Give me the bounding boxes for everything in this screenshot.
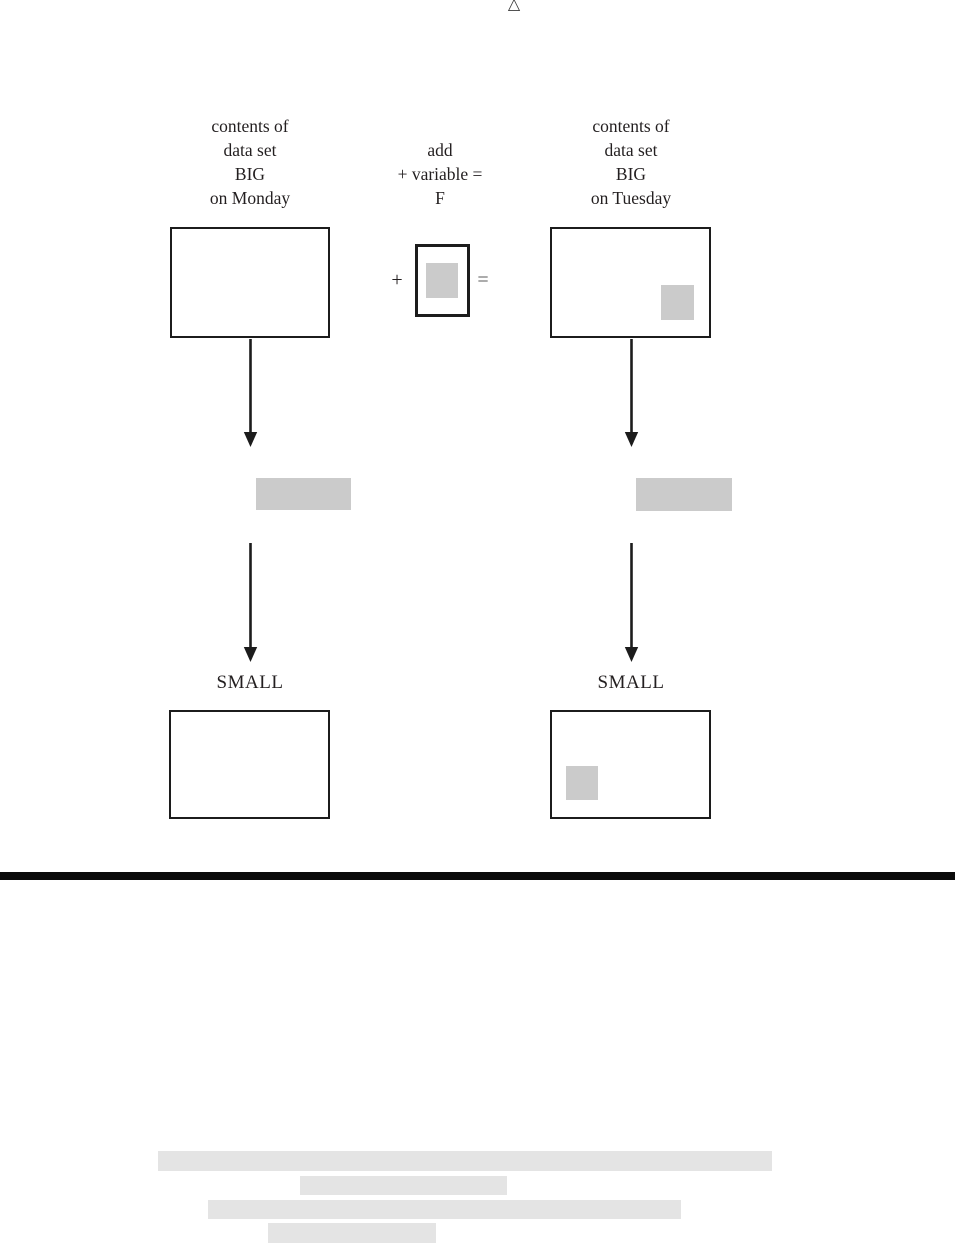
- triangle-marker-icon: △: [507, 0, 521, 13]
- header-line: on Tuesday: [590, 188, 672, 208]
- header-line: add: [427, 140, 453, 160]
- redacted-text-bar: [300, 1176, 507, 1195]
- variable-f-box: [415, 244, 470, 317]
- small-label-monday: SMALL: [216, 672, 284, 693]
- add-variable-header: add + variable = F: [340, 138, 540, 210]
- header-line: F: [435, 188, 445, 208]
- highlight-bar-monday: [256, 478, 351, 510]
- redacted-text-bar: [268, 1223, 436, 1243]
- plus-sign: +: [391, 269, 403, 291]
- small-tuesday-added-cell: [566, 766, 598, 800]
- big-monday-header: contents of data set BIG on Monday: [150, 114, 350, 210]
- big-tuesday-header: contents of data set BIG on Tuesday: [531, 114, 731, 210]
- header-line: + variable =: [397, 164, 483, 184]
- header-line: on Monday: [209, 188, 291, 208]
- header-line: contents of: [211, 116, 289, 136]
- redacted-text-bar: [158, 1151, 772, 1171]
- variable-f-cell: [426, 263, 458, 298]
- header-line: contents of: [592, 116, 670, 136]
- big-tuesday-added-cell: [661, 285, 694, 320]
- down-arrow-monday-1: [243, 339, 258, 447]
- header-line: BIG: [234, 164, 266, 184]
- header-line: BIG: [615, 164, 647, 184]
- header-line: data set: [223, 140, 277, 160]
- highlight-bar-tuesday: [636, 478, 732, 511]
- small-tuesday-box: [550, 710, 711, 819]
- small-label-tuesday: SMALL: [597, 672, 665, 693]
- equals-sign: =: [477, 269, 489, 291]
- down-arrow-tuesday-1: [624, 339, 639, 447]
- down-arrow-tuesday-2: [624, 543, 639, 662]
- section-divider: [0, 872, 955, 880]
- big-tuesday-box: [550, 227, 711, 338]
- small-monday-box: [169, 710, 330, 819]
- big-monday-box: [170, 227, 330, 338]
- down-arrow-monday-2: [243, 543, 258, 662]
- redacted-text-bar: [208, 1200, 681, 1219]
- header-line: data set: [604, 140, 658, 160]
